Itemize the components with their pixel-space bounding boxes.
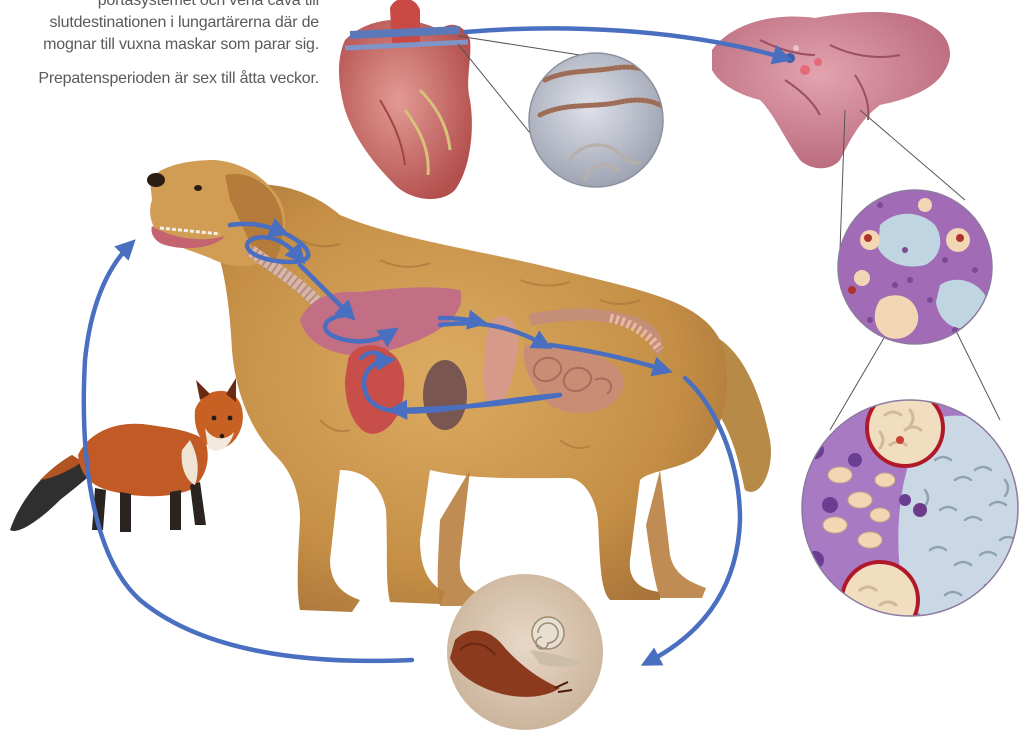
fox-figure	[10, 378, 243, 532]
caption-line-3: mognar till vuxna maskar som parar sig.	[0, 34, 319, 56]
caption-text: portasystemet och vena cava till slutdes…	[0, 0, 319, 90]
lung-tissue-magnification	[838, 190, 992, 344]
lungs-figure	[712, 12, 950, 168]
larvae-magnification	[802, 390, 1019, 638]
heart-figure	[339, 0, 472, 199]
slug-snail-magnification	[447, 574, 603, 730]
caption-line-2: slutdestinationen i lungartärerna där de	[0, 12, 319, 34]
caption-line-1: portasystemet och vena cava till	[0, 0, 319, 12]
adult-worms-magnification	[529, 53, 668, 187]
prepatent-period-text: Prepatensperioden är sex till åtta vecko…	[0, 68, 319, 90]
